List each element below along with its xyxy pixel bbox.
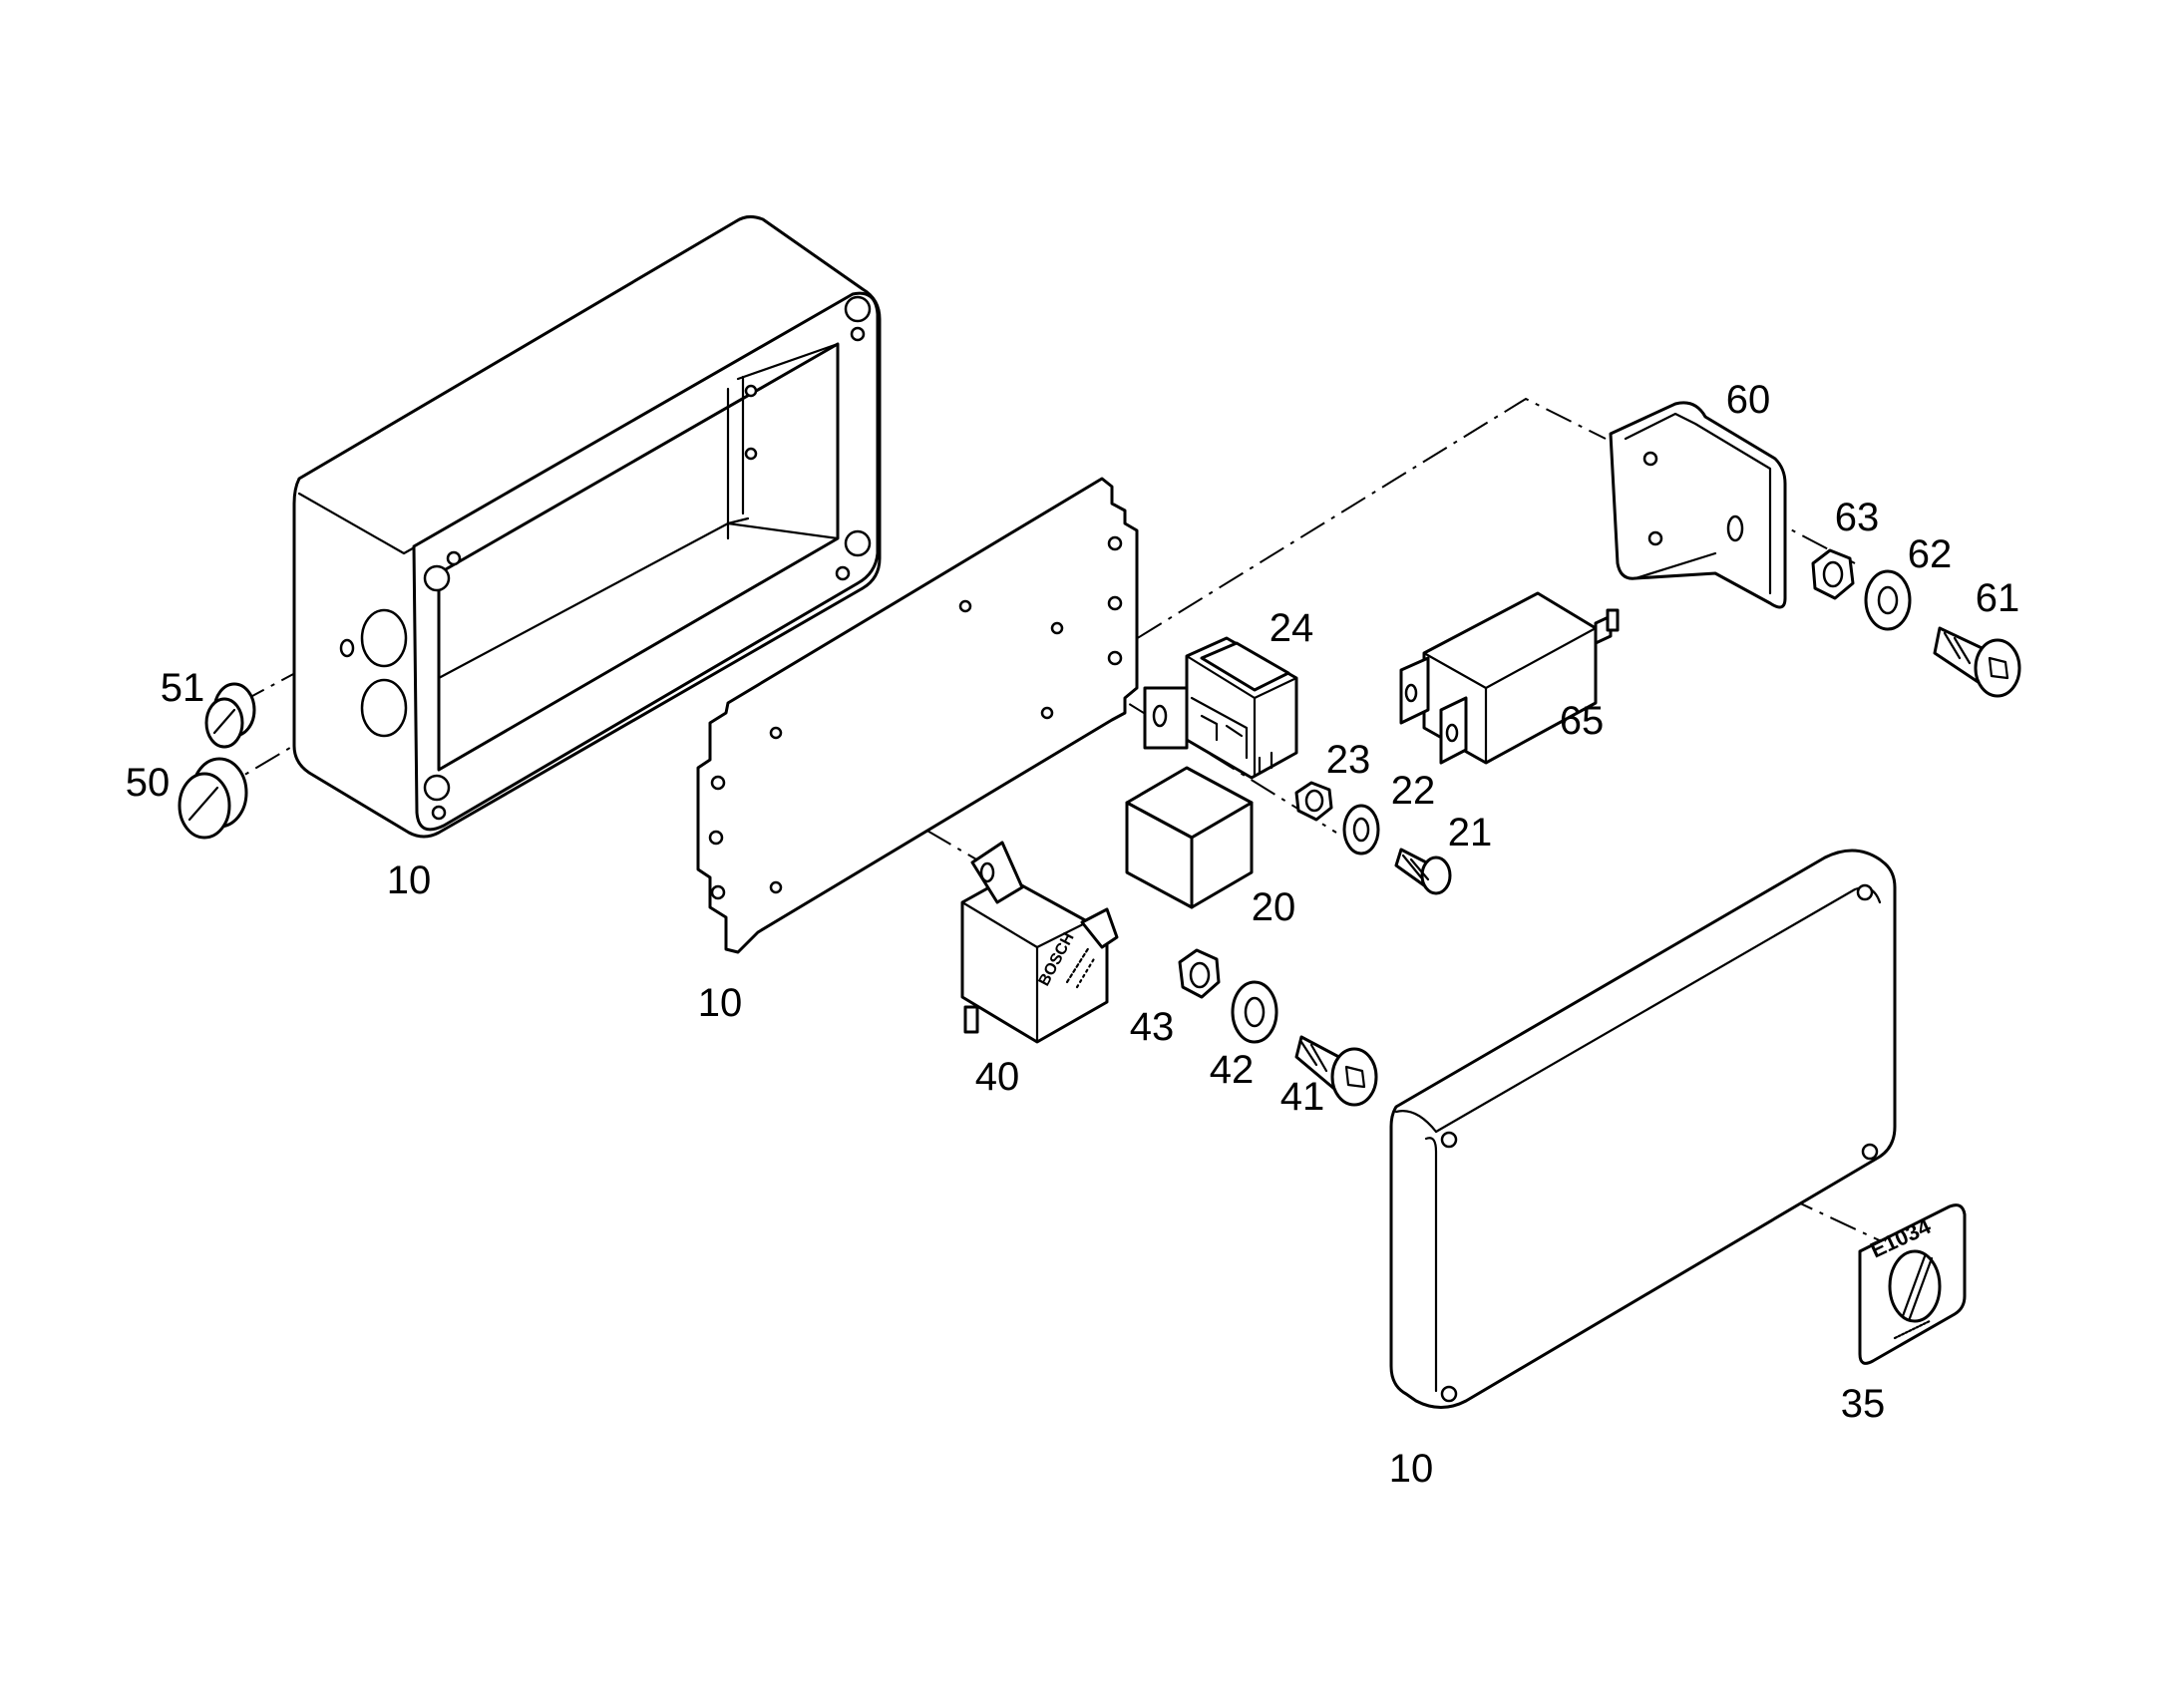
callout-35: 35 bbox=[1840, 1382, 1886, 1426]
callout-43: 43 bbox=[1129, 1005, 1175, 1049]
screw-41 bbox=[1294, 1035, 1378, 1107]
nut-23 bbox=[1294, 781, 1333, 822]
callout-10-housing: 10 bbox=[386, 858, 432, 902]
callout-63: 63 bbox=[1834, 496, 1880, 539]
mounting-plate bbox=[696, 477, 1139, 954]
lid bbox=[1389, 849, 1897, 1409]
washer-22 bbox=[1342, 804, 1380, 855]
relay-40: BOSCH bbox=[960, 841, 1119, 1044]
bracket-60 bbox=[1609, 401, 1787, 609]
callout-22: 22 bbox=[1390, 769, 1436, 813]
callout-20: 20 bbox=[1251, 885, 1296, 929]
relay-cube-20 bbox=[1125, 766, 1254, 909]
callout-42: 42 bbox=[1209, 1048, 1255, 1092]
callout-24: 24 bbox=[1269, 606, 1314, 650]
washer-62 bbox=[1864, 569, 1912, 631]
callout-21: 21 bbox=[1447, 811, 1493, 854]
plug-51 bbox=[204, 682, 256, 749]
callout-40: 40 bbox=[974, 1055, 1020, 1099]
relay-65 bbox=[1399, 591, 1620, 765]
callout-10-plate: 10 bbox=[697, 981, 743, 1025]
relay-socket-24 bbox=[1143, 636, 1298, 780]
callout-10-lid: 10 bbox=[1388, 1447, 1434, 1491]
housing-box bbox=[292, 214, 882, 839]
nut-43 bbox=[1178, 948, 1221, 999]
callout-61: 61 bbox=[1975, 576, 2020, 620]
callout-65: 65 bbox=[1559, 699, 1605, 743]
plug-50 bbox=[178, 757, 248, 840]
callout-60: 60 bbox=[1725, 378, 1771, 422]
callout-62: 62 bbox=[1907, 532, 1953, 576]
callout-23: 23 bbox=[1325, 738, 1371, 782]
callout-41: 41 bbox=[1279, 1075, 1325, 1119]
screw-21 bbox=[1394, 848, 1452, 895]
nut-63 bbox=[1811, 548, 1855, 600]
washer-42 bbox=[1231, 980, 1278, 1044]
callout-51: 51 bbox=[160, 666, 205, 710]
screw-61 bbox=[1933, 626, 2021, 698]
callout-50: 50 bbox=[125, 761, 171, 805]
label-plate-35: E1034 bbox=[1858, 1203, 1967, 1365]
